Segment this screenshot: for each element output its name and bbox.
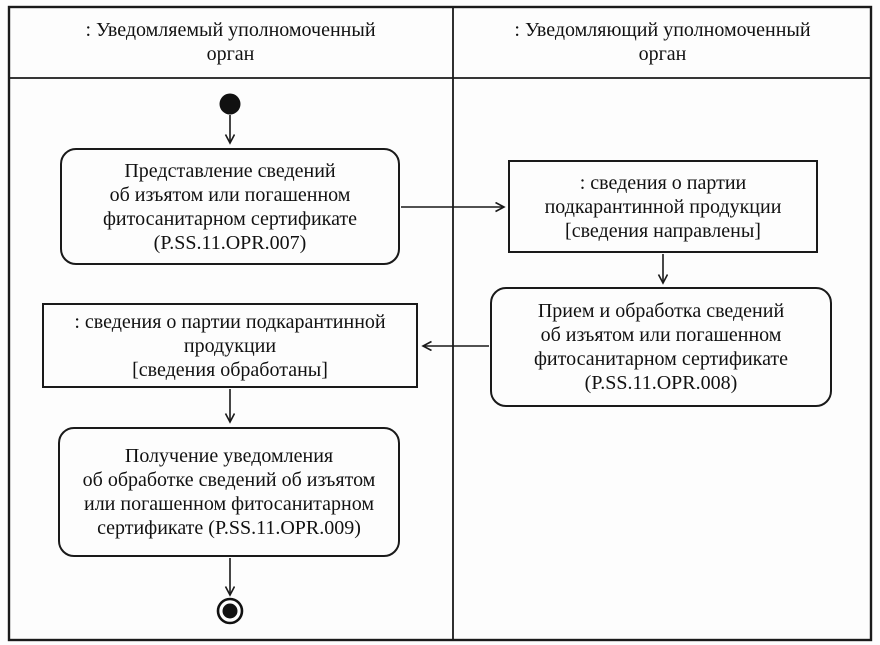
lane-header-notified-authority: : Уведомляемый уполномоченный орган <box>85 19 376 65</box>
action-node-opr-008: Прием и обработка сведений об изъятом ил… <box>490 287 832 407</box>
initial-node <box>219 93 241 115</box>
object-node-consignment-processed: : сведения о партии подкарантинной проду… <box>42 303 418 388</box>
object-node-consignment-sent: : сведения о партии подкарантинной проду… <box>508 160 818 253</box>
action-node-opr-009: Получение уведомления об обработке сведе… <box>58 427 400 557</box>
lane-header-notifying-authority: : Уведомляющий уполномоченный орган <box>514 19 811 65</box>
swimlane-outer-border <box>7 5 873 642</box>
action-node-opr-007: Представление сведений об изъятом или по… <box>60 148 400 265</box>
final-node-ring <box>216 597 244 625</box>
final-node-core <box>222 603 238 619</box>
